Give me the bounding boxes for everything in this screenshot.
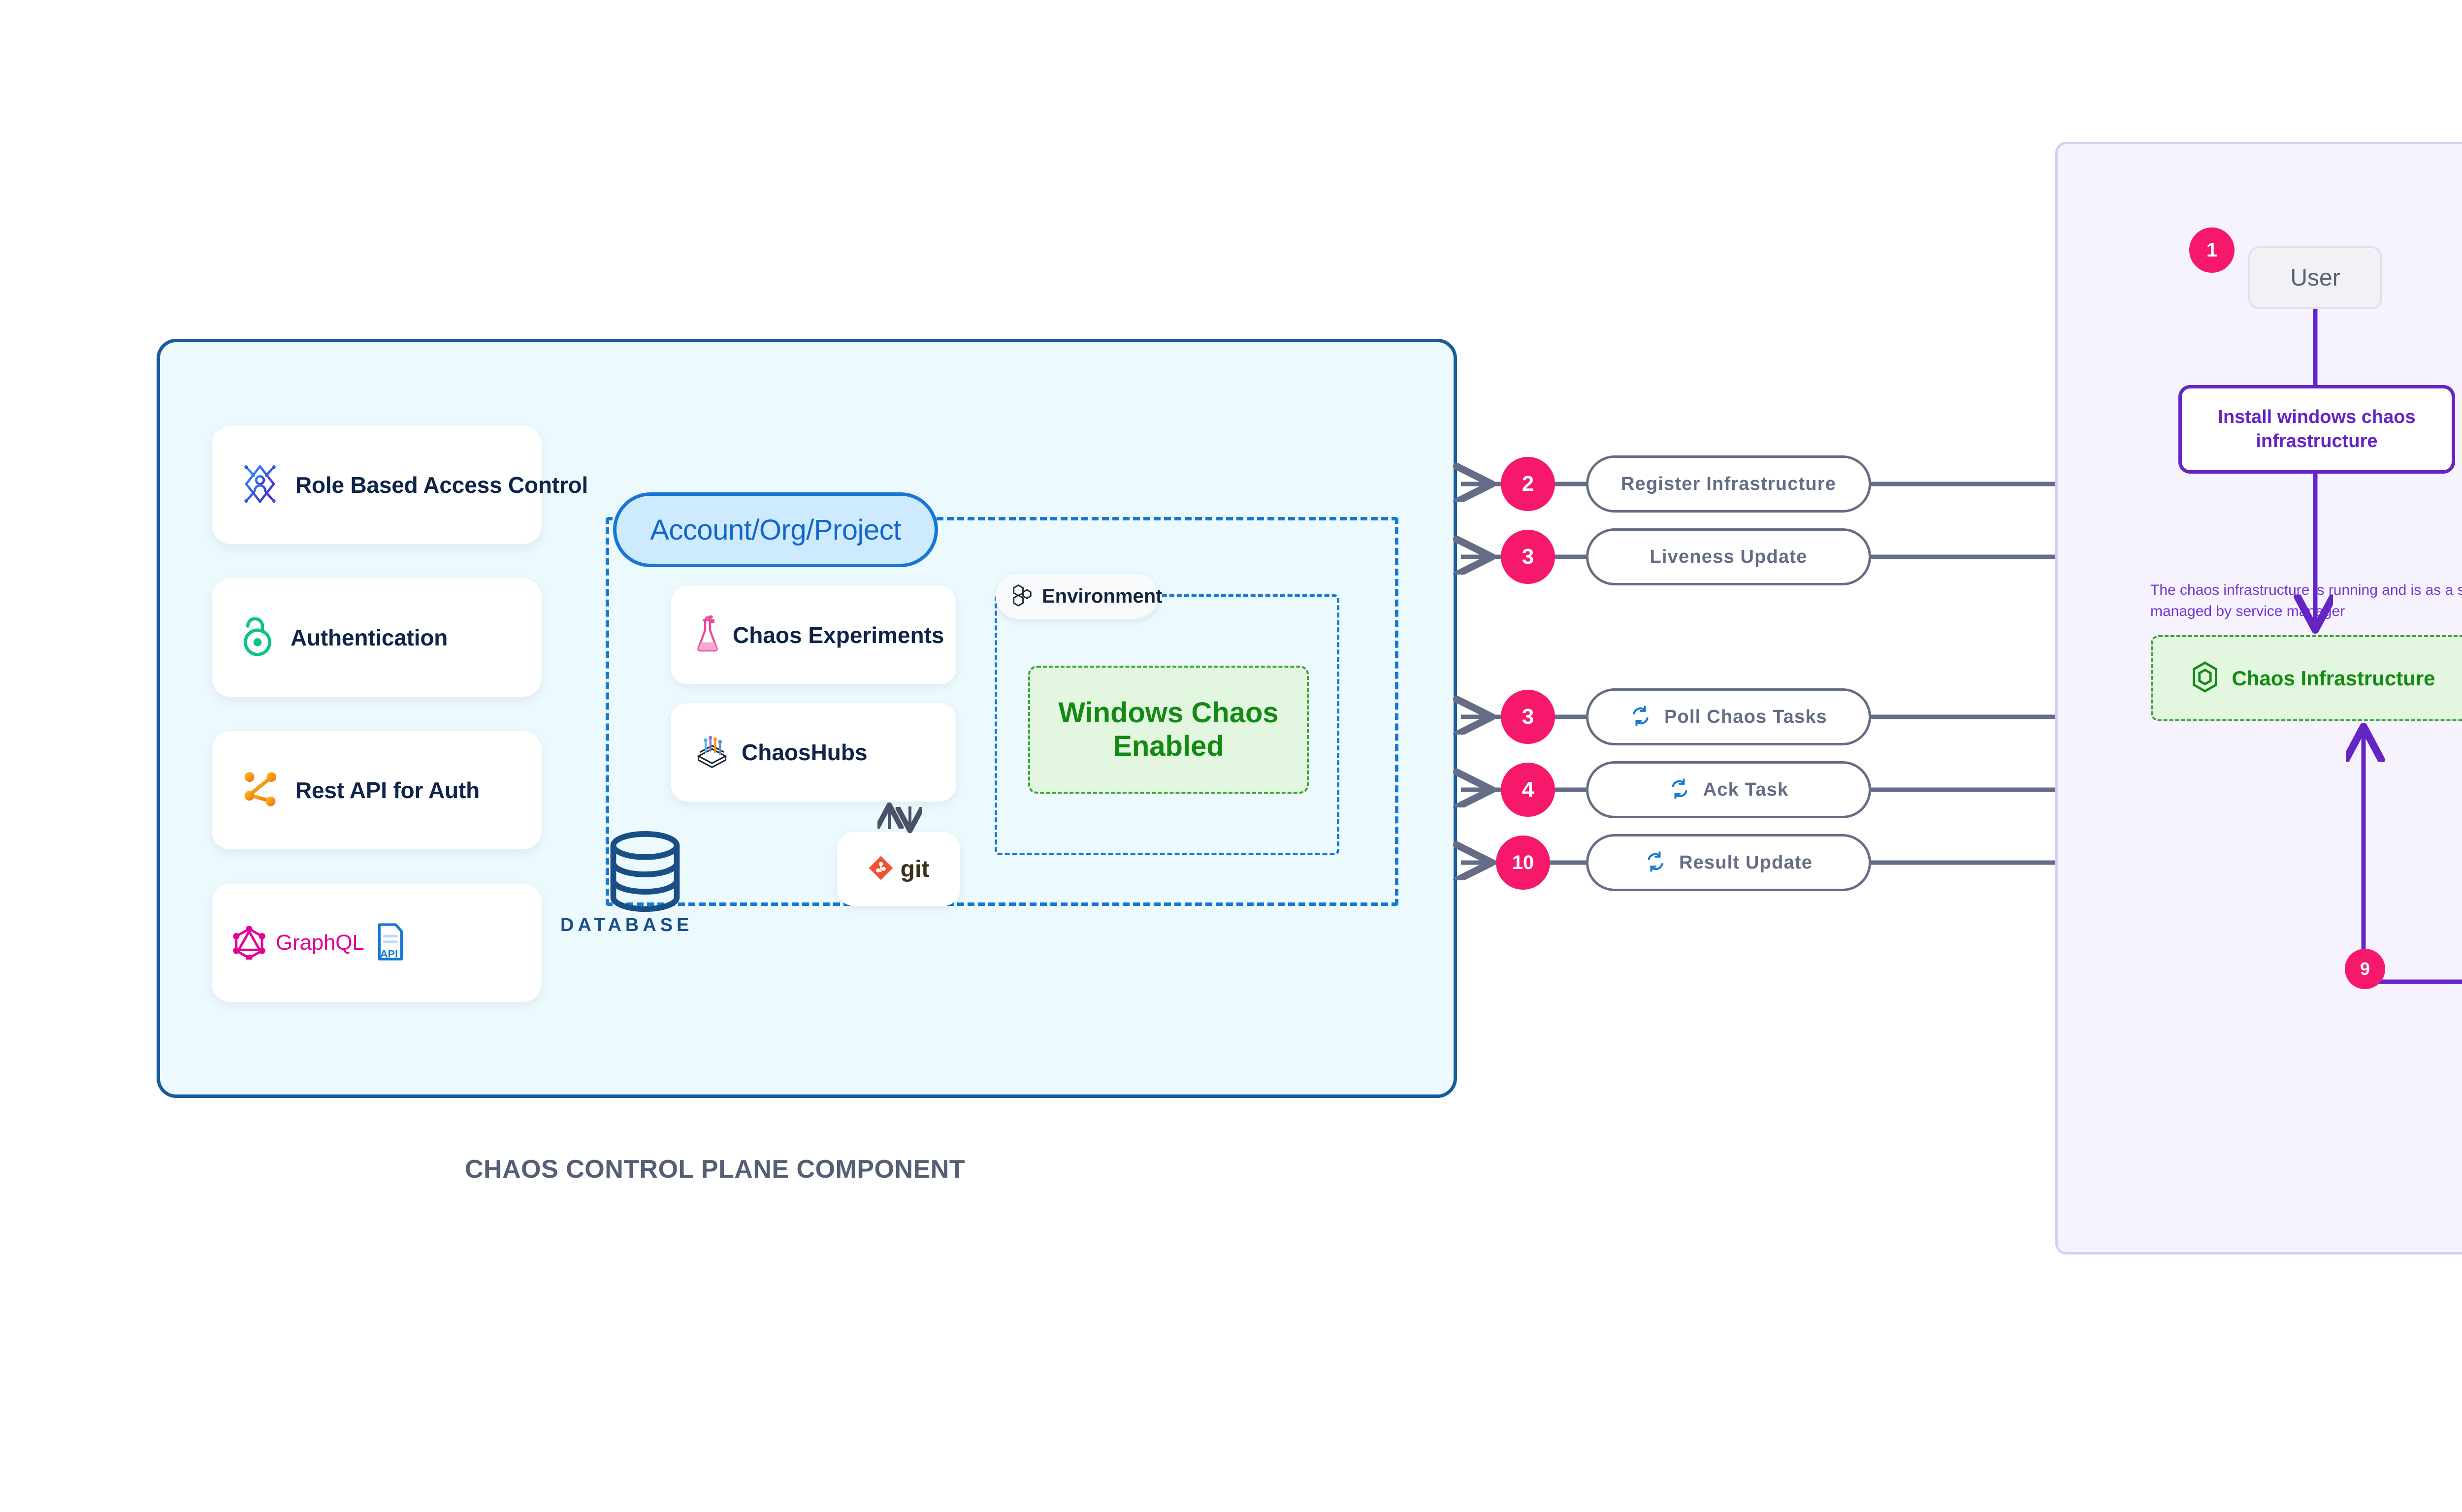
message-pill-label: Result Update — [1679, 852, 1813, 873]
environment-label: Environment — [1042, 585, 1163, 607]
sync-icon — [1645, 851, 1666, 875]
git-label: git — [900, 856, 930, 882]
feature-card-rest-api[interactable]: Rest API for Auth — [212, 731, 542, 849]
step-badge-3-poll: 3 — [1501, 690, 1555, 744]
step-badge-10: 10 — [1496, 836, 1550, 890]
feature-card-graphql[interactable]: GraphQL API — [212, 884, 542, 1002]
control-plane-title: CHAOS CONTROL PLANE COMPONENT — [465, 1155, 966, 1184]
message-pill-liveness-update[interactable]: Liveness Update — [1586, 528, 1871, 585]
message-pill-label: Ack Task — [1703, 779, 1789, 800]
environment-pill[interactable]: Environment — [996, 574, 1162, 619]
flask-icon — [695, 614, 720, 655]
step-badge-4: 4 — [1501, 763, 1555, 817]
account-org-project-pill[interactable]: Account/Org/Project — [613, 492, 938, 567]
environment-boundary — [995, 594, 1339, 855]
step-badge-2: 2 — [1501, 457, 1555, 511]
rbac-icon — [241, 463, 279, 507]
authentication-icon — [241, 615, 274, 660]
step-badge-3-liveness: 3 — [1501, 530, 1555, 584]
inner-card-chaos-experiments[interactable]: Chaos Experiments — [671, 586, 956, 684]
graphql-icon — [231, 924, 267, 962]
windows-chaos-enabled-label: Windows Chaos Enabled — [1058, 696, 1279, 762]
windows-chaos-enabled-box: Windows Chaos Enabled — [1028, 666, 1309, 794]
message-pill-ack-task[interactable]: Ack Task — [1586, 761, 1871, 818]
feature-card-authentication[interactable]: Authentication — [212, 579, 542, 697]
message-pill-label: Register Infrastructure — [1620, 473, 1837, 494]
api-doc-icon: API — [375, 922, 405, 964]
inner-card-label: Chaos Experiments — [733, 622, 944, 648]
svg-text:API: API — [380, 947, 398, 960]
inner-card-label: ChaosHubs — [742, 740, 868, 765]
feature-label: Role Based Access Control — [295, 472, 588, 498]
feature-label: Authentication — [291, 625, 448, 650]
feature-label: GraphQL — [276, 931, 364, 955]
install-windows-chaos-infrastructure-box[interactable]: Install windows chaos infrastructure — [2178, 385, 2455, 474]
user-label: User — [2290, 264, 2340, 291]
sync-icon — [1669, 778, 1690, 802]
step-badge-9: 9 — [2345, 949, 2385, 989]
sync-icon — [1630, 705, 1652, 729]
message-pill-result-update[interactable]: Result Update — [1586, 834, 1871, 891]
message-pill-register-infrastructure[interactable]: Register Infrastructure — [1586, 455, 1871, 513]
message-pill-label: Poll Chaos Tasks — [1664, 706, 1828, 727]
feature-label: Rest API for Auth — [295, 777, 480, 803]
infra-running-note: The chaos infrastructure is running and … — [2150, 582, 2462, 619]
chaos-infrastructure-label: Chaos Infrastructure — [2232, 666, 2435, 690]
account-org-project-label: Account/Org/Project — [650, 514, 901, 546]
git-icon — [868, 855, 894, 883]
hexagon-outline-icon — [2191, 661, 2219, 695]
feature-card-rbac[interactable]: Role Based Access Control — [212, 426, 588, 544]
message-pill-label: Liveness Update — [1650, 546, 1808, 567]
install-label: Install windows chaos infrastructure — [2218, 407, 2416, 451]
chaoshubs-icon — [695, 735, 729, 771]
hexagon-icon — [1011, 583, 1033, 610]
database-icon — [601, 831, 689, 917]
rest-api-icon — [241, 771, 279, 810]
user-box[interactable]: User — [2248, 246, 2382, 309]
step-badge-1: 1 — [2189, 227, 2235, 273]
chaos-infrastructure-box[interactable]: Chaos Infrastructure — [2151, 635, 2462, 721]
account-org-project-boundary — [606, 517, 1398, 906]
message-pill-poll-chaos-tasks[interactable]: Poll Chaos Tasks — [1586, 688, 1871, 745]
git-card[interactable]: git — [837, 832, 960, 906]
inner-card-chaoshubs[interactable]: ChaosHubs — [671, 703, 956, 802]
database-label: DATABASE — [560, 915, 693, 935]
